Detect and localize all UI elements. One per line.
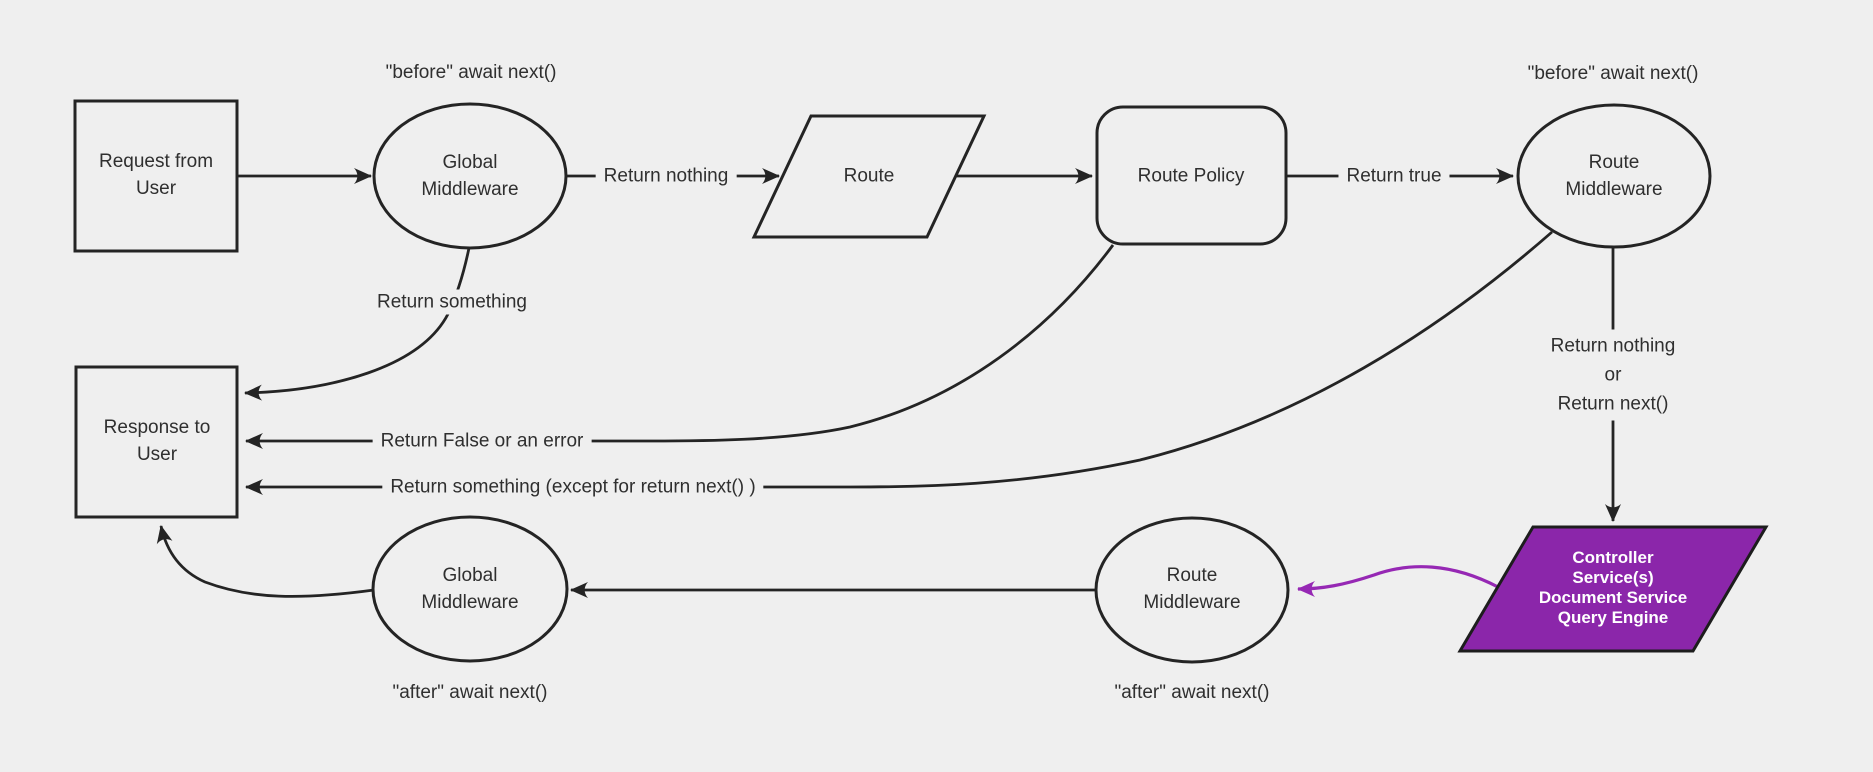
controller-node-label: Controller Service(s) Document Service Q… [1539,548,1687,628]
controller-line-3: Document Service [1538,588,1688,607]
route-policy-node-label: Route Policy [1137,165,1245,187]
route-policy-node-shape [1095,105,1288,246]
global-middleware-bottom-node-shape [371,515,569,663]
controller-node-shape [1457,525,1769,653]
edge-route-policy-return-false-to-response [245,244,1115,449]
return-nothing-or-next-label: Return nothing or Return next() [1540,329,1686,421]
request-node-label: Request from User [98,151,214,199]
edge-global-middleware-bottom-to-response [156,525,375,598]
controller-line-1: Controller [1572,548,1654,567]
edge-route-middleware-return-something-to-response [245,230,1553,495]
global-middleware-top-node-shape [372,102,568,250]
response-node-label: Response to User [103,417,211,465]
before-await-next-label-right: "before" await next() [1527,63,1699,84]
route-node-label: Route [843,165,895,187]
return-nothing-or-next-line-3: Return next() [1557,393,1669,415]
return-something-label: Return something [369,289,535,315]
return-nothing-or-next-line-2: or [1604,364,1622,386]
global-middleware-bottom-node-label: Global Middleware [421,565,519,613]
after-await-next-label-right: "after" await next() [1114,682,1270,703]
global-middleware-top-node-label: Global Middleware [421,152,519,200]
route-node-shape [751,114,987,239]
response-node-shape [74,365,239,519]
return-nothing-or-next-line-1: Return nothing [1550,335,1676,357]
controller-line-4: Query Engine [1557,608,1669,627]
return-true-label: Return true [1338,163,1450,189]
after-await-next-label-left: "after" await next() [392,682,548,703]
edge-controller-to-route-middleware-bottom [1297,565,1499,597]
controller-line-2: Service(s) [1572,568,1654,587]
request-node-shape [73,99,239,253]
route-middleware-top-node-shape [1516,103,1712,249]
before-await-next-label-left: "before" await next() [385,62,557,83]
return-something-except-label: Return something (except for return next… [382,474,764,500]
route-middleware-top-node-label: Route Middleware [1565,152,1663,200]
edge-global-middleware-return-something-to-response [244,247,471,401]
route-middleware-bottom-node-label: Route Middleware [1143,565,1241,613]
route-middleware-bottom-node-shape [1094,516,1290,664]
return-false-or-error-label: Return False or an error [372,428,592,454]
return-nothing-label: Return nothing [595,163,737,189]
